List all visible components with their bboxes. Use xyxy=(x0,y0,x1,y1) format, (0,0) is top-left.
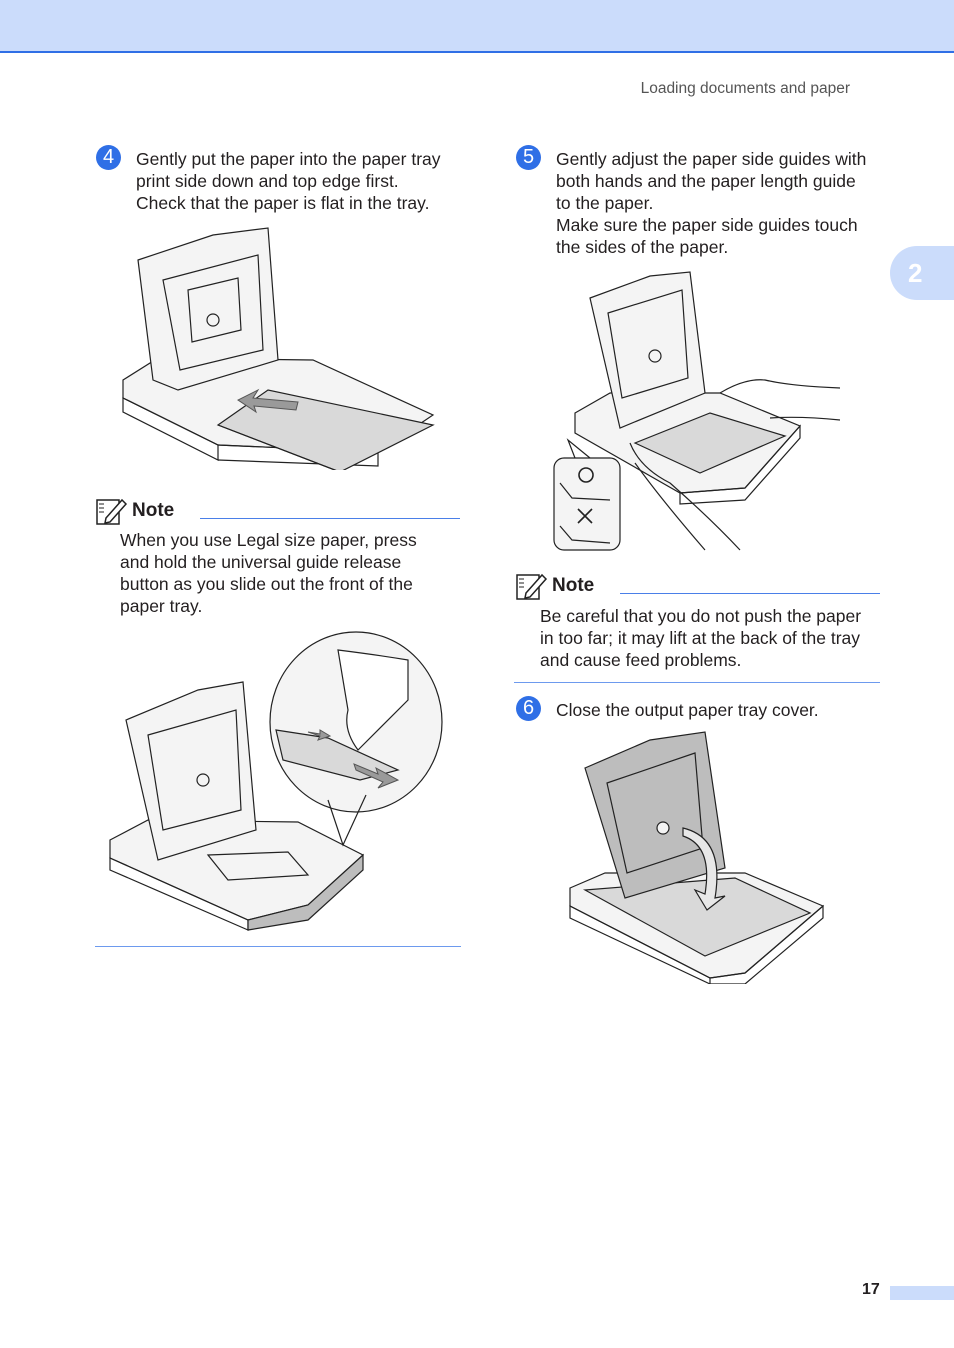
tray-front xyxy=(247,853,364,931)
step-text-line: Gently adjust the paper side guides with xyxy=(556,149,867,169)
note-text-line: and hold the universal guide release xyxy=(120,552,402,572)
tray-cover xyxy=(137,227,279,391)
illustration-guide-release xyxy=(109,631,443,931)
tray-cover xyxy=(125,681,257,861)
step-6-text: Close the output paper tray cover. xyxy=(556,699,819,721)
paper-stack xyxy=(582,877,812,957)
running-title: Loading documents and paper xyxy=(640,80,850,97)
chapter-number: 2 xyxy=(908,257,923,288)
step-text-line: Close the output paper tray cover. xyxy=(556,700,819,720)
step-text-line: Gently put the paper into the paper tray xyxy=(136,149,441,169)
note-1-text: When you use Legal size paper, press and… xyxy=(120,529,417,617)
pencil-note-icon xyxy=(96,498,128,525)
step-text-line: to the paper. xyxy=(556,193,654,213)
step-text-line: print side down and top edge first. xyxy=(136,171,399,191)
note-text-line: button as you slide out the front of the xyxy=(120,574,413,594)
circle-ok-icon xyxy=(578,467,594,483)
note-text-line: Be careful that you do not push the pape… xyxy=(540,606,862,626)
step-6-badge: 6 xyxy=(516,696,541,721)
note-text-line: in too far; it may lift at the back of t… xyxy=(540,628,861,648)
page-number: 17 xyxy=(862,1281,880,1298)
push-arrow-icon xyxy=(237,388,299,414)
paper-stack xyxy=(633,412,787,474)
pencil-note-icon xyxy=(516,573,548,600)
step-text-line: the sides of the paper. xyxy=(556,237,729,257)
note-1-rule xyxy=(200,518,460,519)
close-arrow-icon xyxy=(682,827,726,911)
pull-arrow-icon xyxy=(353,763,400,789)
illustration-close-cover xyxy=(569,731,825,984)
section-rule xyxy=(95,946,461,947)
note-1-heading: Note xyxy=(96,496,174,526)
tray-cover xyxy=(589,271,706,429)
note-text-line: and cause feed problems. xyxy=(540,650,742,670)
chapter-tab[interactable]: 2 xyxy=(890,246,954,300)
section-rule xyxy=(514,682,880,683)
hand-icon xyxy=(337,649,409,751)
note-label: Note xyxy=(552,575,595,596)
step-5-badge: 5 xyxy=(516,145,541,170)
step-4-text: Gently put the paper into the paper tray… xyxy=(136,148,441,214)
note-2-rule xyxy=(620,593,880,594)
step-5-text: Gently adjust the paper side guides with… xyxy=(556,148,866,258)
step-text-line: both hands and the paper length guide xyxy=(556,171,856,191)
note-2-heading: Note xyxy=(516,571,594,601)
tray-cover xyxy=(584,731,726,899)
note-text-line: paper tray. xyxy=(120,596,203,616)
inset-comparison xyxy=(553,457,621,551)
cross-wrong-icon xyxy=(577,508,593,524)
illustration-load-paper xyxy=(122,227,435,470)
header-band xyxy=(0,0,954,53)
step-text-line: Make sure the paper side guides touch xyxy=(556,215,858,235)
hand-icon xyxy=(719,379,841,394)
note-label: Note xyxy=(132,500,175,521)
footer-tab xyxy=(890,1286,954,1300)
illustration-adjust-guides xyxy=(553,271,841,551)
step-4-badge: 4 xyxy=(96,145,121,170)
step-text-line: Check that the paper is flat in the tray… xyxy=(136,193,430,213)
note-2-text: Be careful that you do not push the pape… xyxy=(540,605,861,671)
note-text-line: When you use Legal size paper, press xyxy=(120,530,417,550)
